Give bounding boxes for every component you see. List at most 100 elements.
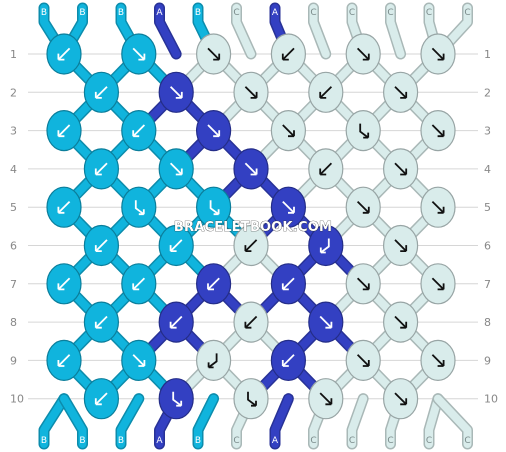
string-end-label-bottom: C <box>464 436 470 446</box>
string-tail <box>60 394 87 448</box>
string-end-label-bottom: C <box>387 436 393 446</box>
knot <box>345 33 381 75</box>
row-label-right: 8 <box>484 316 491 329</box>
arrow-head-icon <box>325 398 333 406</box>
arrow-head-icon <box>319 247 326 254</box>
arrow-head-icon <box>281 53 289 61</box>
knot-direction-arrow-icon <box>95 392 108 405</box>
arrow-head-icon <box>437 130 445 138</box>
knot-direction-arrow-icon <box>169 239 183 252</box>
knot <box>420 110 456 152</box>
arrow-head-icon <box>169 245 177 252</box>
knot-direction-arrow-icon <box>247 391 257 407</box>
string-end-label-top: A <box>272 8 279 18</box>
knot-direction-arrow-icon <box>172 391 182 407</box>
row-label-right: 1 <box>484 48 491 61</box>
knot-direction-arrow-icon <box>169 86 183 99</box>
knot <box>420 186 456 228</box>
string-end-label-bottom: C <box>426 436 432 446</box>
row-label-right: 10 <box>484 393 498 406</box>
knot-direction-arrow-icon <box>134 200 145 215</box>
knot-body <box>158 378 194 420</box>
arrow-head-icon <box>437 360 445 367</box>
arrow-head-icon <box>94 321 102 329</box>
knot-direction-arrow-icon <box>244 86 258 99</box>
row-label-right: 2 <box>484 86 491 99</box>
string-end-label-top: A <box>156 8 163 18</box>
knot-direction-arrow-icon <box>95 315 108 329</box>
string-end-label-top: C <box>310 8 316 18</box>
knot-direction-arrow-icon <box>95 86 108 99</box>
knot <box>196 110 232 152</box>
knot <box>345 263 381 305</box>
knot <box>308 224 344 267</box>
knot <box>46 186 82 228</box>
knot <box>308 378 344 420</box>
arrow-head-icon <box>362 283 370 291</box>
knot-direction-arrow-icon <box>394 239 407 252</box>
knot <box>83 378 120 420</box>
string-tail <box>425 394 442 448</box>
arrow-head-icon <box>288 130 295 138</box>
knot-direction-arrow-icon <box>169 162 183 176</box>
knot-direction-arrow-icon <box>57 277 71 291</box>
string-tail <box>348 394 368 448</box>
knot-direction-arrow-icon <box>431 47 445 61</box>
knot <box>196 339 232 381</box>
arrow-head-icon <box>288 206 295 214</box>
knot-direction-arrow-icon <box>95 239 108 252</box>
string-tail <box>117 394 143 448</box>
knot-direction-arrow-icon <box>356 200 370 214</box>
knot <box>196 186 232 228</box>
string-tail <box>194 394 218 448</box>
string-tail <box>309 4 330 58</box>
arrow-head-icon <box>250 91 258 99</box>
knot-direction-arrow-icon <box>207 277 220 291</box>
knot <box>83 301 120 343</box>
knot <box>308 301 344 343</box>
watermark: BRACELETBOOK.COM <box>174 220 332 235</box>
row-label-right: 5 <box>484 201 491 214</box>
knot <box>420 263 456 305</box>
knot-direction-arrow-icon <box>95 162 108 176</box>
knot-direction-arrow-icon <box>57 124 71 137</box>
knot-direction-arrow-icon <box>57 354 71 367</box>
knot-layer <box>46 33 456 420</box>
string-tail <box>232 4 255 58</box>
knot-direction-arrow-icon <box>319 86 333 99</box>
row-label-left: 7 <box>10 278 17 291</box>
knot-direction-arrow-icon <box>319 315 333 329</box>
knot <box>345 339 381 381</box>
string-end-label-bottom: C <box>349 436 355 446</box>
knot <box>233 301 269 343</box>
string-end-label-top: C <box>387 8 393 18</box>
string-end-label-bottom: C <box>310 436 316 446</box>
arrow-head-icon <box>319 168 327 176</box>
knot <box>383 378 419 420</box>
arrow-head-icon <box>176 400 183 407</box>
knot <box>270 339 306 381</box>
knot-body <box>196 186 232 228</box>
string-tail <box>155 4 181 58</box>
knot <box>196 263 232 305</box>
knot-direction-arrow-icon <box>394 162 407 176</box>
knot-body <box>196 339 232 381</box>
arrow-head-icon <box>213 130 221 138</box>
arrow-head-icon <box>362 206 370 214</box>
knot <box>383 224 419 267</box>
row-label-left: 2 <box>10 86 17 99</box>
knot <box>121 110 157 152</box>
knot-direction-arrow-icon <box>431 124 445 137</box>
string-end-label-top: C <box>464 8 470 18</box>
string-end-label-bottom: C <box>233 436 239 446</box>
knot-direction-arrow-icon <box>319 162 333 176</box>
arrow-head-icon <box>57 130 65 138</box>
row-label-left: 3 <box>10 125 17 138</box>
knot-direction-arrow-icon <box>359 123 369 139</box>
row-label-left: 8 <box>10 316 17 329</box>
knot-direction-arrow-icon <box>282 47 295 61</box>
arrow-head-icon <box>57 283 65 291</box>
knot <box>308 148 344 190</box>
